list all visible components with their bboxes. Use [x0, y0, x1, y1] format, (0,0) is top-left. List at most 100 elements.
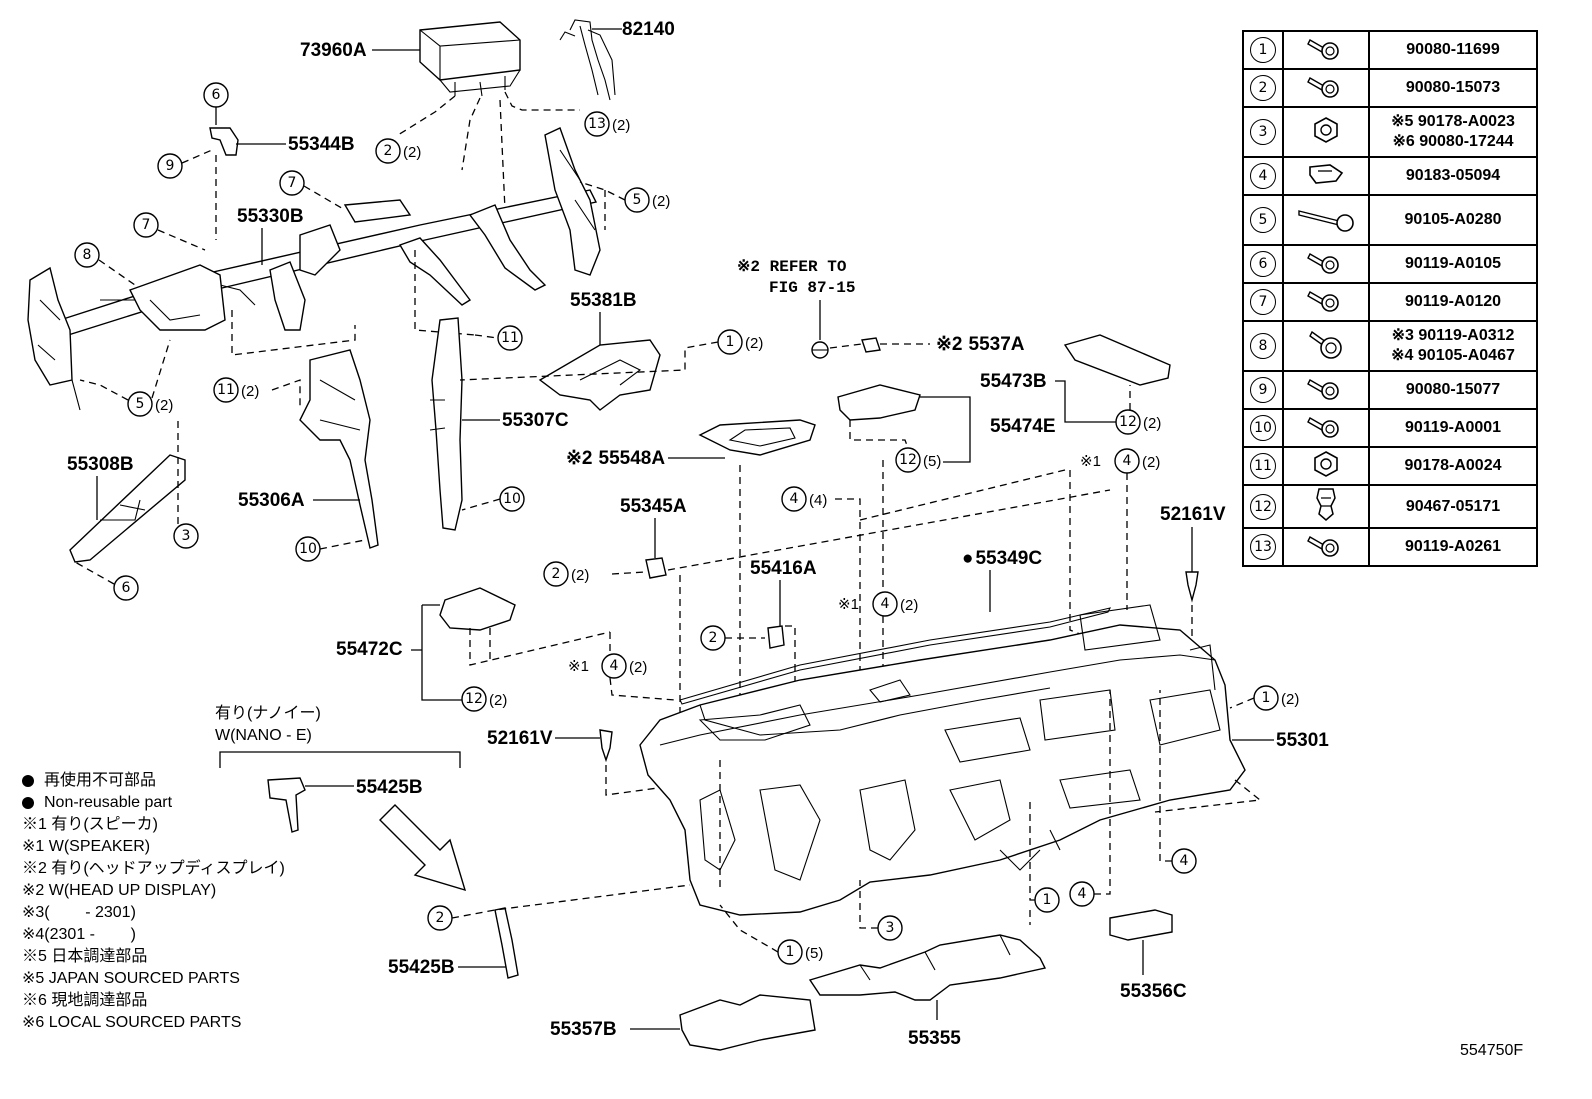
svg-text:(2): (2) — [1143, 415, 1161, 432]
fastener-number: 4 — [1242, 156, 1284, 196]
svg-text:4: 4 — [790, 491, 799, 507]
part-label-55307C[interactable]: 55307C — [502, 410, 569, 431]
svg-text:(5): (5) — [805, 945, 823, 962]
fastener-part-number[interactable]: 90183-05094 — [1368, 156, 1538, 196]
part-label-55473B[interactable]: 55473B — [980, 371, 1047, 392]
fastener-number: 6 — [1242, 244, 1284, 284]
fastener-part-number[interactable]: 90119-A0120 — [1368, 282, 1538, 322]
fastener-number: 2 — [1242, 68, 1284, 108]
note-5-en: ※5 JAPAN SOURCED PARTS — [22, 970, 240, 987]
fastener-part-number[interactable]: 90467-05171 — [1368, 484, 1538, 529]
svg-text:(2): (2) — [155, 397, 173, 414]
bracket-55425B-top-shape — [267, 777, 306, 833]
nano-label-en: W(NANO - E) — [215, 727, 312, 744]
svg-text:7: 7 — [288, 175, 297, 191]
svg-text:11: 11 — [501, 330, 519, 346]
insulator-55356C-shape — [1109, 909, 1173, 941]
svg-text:(2): (2) — [652, 193, 670, 210]
harness-shape — [559, 19, 616, 101]
fastener-number: 10 — [1242, 408, 1284, 448]
pushclip-icon — [1282, 484, 1370, 529]
svg-text:3: 3 — [182, 528, 191, 544]
fastener-part-number[interactable]: ※3 90119-A0312※4 90105-A0467 — [1368, 320, 1538, 372]
part-label-55381B[interactable]: 55381B — [570, 290, 637, 311]
fastener-number: 13 — [1242, 527, 1284, 567]
refer-line-2: FIG 87-15 — [769, 279, 856, 297]
cover-55474E-shape — [837, 384, 921, 421]
fastener-part-number[interactable]: 90119-A0105 — [1368, 244, 1538, 284]
svg-text:6: 6 — [122, 580, 131, 596]
note-4: ※4(2301 - ) — [22, 926, 136, 943]
svg-text:※1: ※1 — [1080, 453, 1101, 470]
part-label-55355[interactable]: 55355 — [908, 1028, 961, 1049]
part-label-52161V-left[interactable]: 52161V — [487, 728, 553, 749]
part-label-55306A[interactable]: 55306A — [238, 490, 305, 511]
fastener-part-number[interactable]: 90119-A0261 — [1368, 527, 1538, 567]
fastener-part-number[interactable]: ※5 90178-A0023※6 90080-17244 — [1368, 106, 1538, 158]
svg-text:12: 12 — [899, 452, 917, 468]
svg-text:3: 3 — [886, 920, 895, 936]
bolt-icon — [1282, 282, 1370, 322]
note-nonreuse-jp: 再使用不可部品 — [44, 772, 157, 789]
part-label-55425B-top[interactable]: 55425B — [356, 777, 423, 798]
part-label-55301[interactable]: 55301 — [1276, 730, 1329, 751]
nut-icon — [1282, 446, 1370, 486]
svg-text:(5): (5) — [923, 453, 941, 470]
part-label-55472C[interactable]: 55472C — [336, 639, 403, 660]
part-label-55344B[interactable]: 55344B — [288, 134, 355, 155]
part-label-55330B[interactable]: 55330B — [237, 206, 304, 227]
non-reusable-dot-icon — [22, 774, 34, 787]
part-label-55349C[interactable]: ●55349C — [962, 548, 1042, 569]
svg-text:2: 2 — [709, 630, 718, 646]
part-label-82140[interactable]: 82140 — [622, 19, 675, 40]
svg-text:5: 5 — [633, 192, 642, 208]
brace-55307C-shape — [429, 317, 463, 531]
part-label-55356C[interactable]: 55356C — [1120, 981, 1187, 1002]
svg-text:1: 1 — [1262, 690, 1271, 706]
svg-text:1: 1 — [1043, 892, 1052, 908]
fastener-part-number[interactable]: 90080-15073 — [1368, 68, 1538, 108]
part-label-55308B[interactable]: 55308B — [67, 454, 134, 475]
svg-text:(2): (2) — [571, 567, 589, 584]
svg-text:2: 2 — [384, 143, 393, 159]
bracket-55425B-bottom-shape — [494, 907, 519, 979]
svg-text:4: 4 — [881, 596, 890, 612]
fastener-part-number[interactable]: 90080-15077 — [1368, 370, 1538, 410]
nano-label-jp: 有り(ナノイー) — [215, 705, 321, 722]
fastener-number: 3 — [1242, 106, 1284, 158]
svg-text:7: 7 — [142, 217, 151, 233]
fastener-row: 6 90119-A0105 — [1242, 244, 1538, 284]
svg-text:11: 11 — [217, 382, 235, 398]
fastener-row: 3 ※5 90178-A0023※6 90080-17244 — [1242, 106, 1538, 158]
part-label-55474E[interactable]: 55474E — [990, 416, 1056, 437]
svg-text:(2): (2) — [1281, 691, 1299, 708]
part-label-55357B[interactable]: 55357B — [550, 1019, 617, 1040]
svg-text:(2): (2) — [1142, 454, 1160, 471]
svg-text:4: 4 — [1078, 886, 1087, 902]
part-label-55425B-bottom[interactable]: 55425B — [388, 957, 455, 978]
fastener-part-number[interactable]: 90105-A0280 — [1368, 194, 1538, 246]
bolt-icon — [1282, 30, 1370, 70]
bolt-icon — [1282, 68, 1370, 108]
part-label-52161V-right[interactable]: 52161V — [1160, 504, 1226, 525]
svg-text:12: 12 — [1119, 414, 1137, 430]
insulator-55355-shape — [808, 934, 1047, 1001]
fastener-part-number[interactable]: 90119-A0001 — [1368, 408, 1538, 448]
insulator-55357B-shape — [679, 994, 816, 1051]
part-label-55416A[interactable]: 55416A — [750, 558, 817, 579]
bigbolt-icon — [1282, 320, 1370, 372]
part-label-73960A[interactable]: 73960A — [300, 40, 367, 61]
bolt-icon — [1282, 408, 1370, 448]
bolt-icon — [1282, 244, 1370, 284]
svg-text:12: 12 — [465, 691, 483, 707]
fastener-number: 5 — [1242, 194, 1284, 246]
figure-code: 554750F — [1460, 1042, 1524, 1059]
fastener-part-number[interactable]: 90080-11699 — [1368, 30, 1538, 70]
fastener-part-number[interactable]: 90178-A0024 — [1368, 446, 1538, 486]
part-label-55345A[interactable]: 55345A — [620, 496, 687, 517]
instrument-panel-shape — [639, 604, 1246, 916]
note-5-jp: ※5 日本調達部品 — [22, 948, 148, 965]
